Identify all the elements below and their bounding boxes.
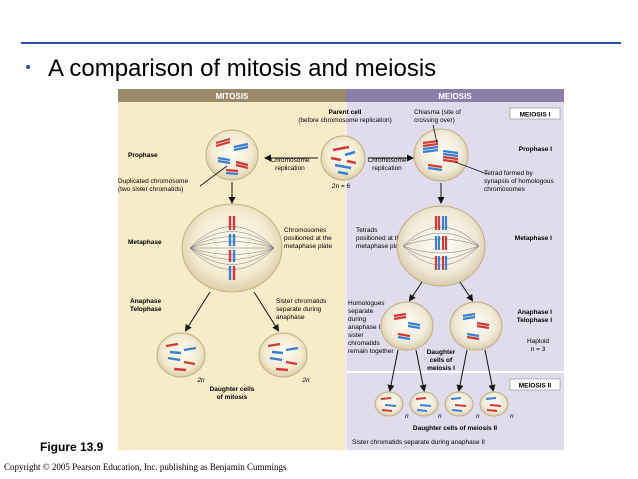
meiosis-header: MEIOSIS — [438, 92, 472, 101]
homologues-2: separate — [348, 308, 374, 315]
homologues-6: chromatids — [348, 340, 381, 347]
replication-right-1: Chromosome — [367, 157, 406, 164]
daughter-meiosis-ii: Daughter cells of meiosis II — [413, 425, 497, 432]
homologues-5: sister — [348, 332, 364, 339]
daughter-mi-3: meiosis I — [427, 365, 455, 372]
tetrad-formed-label-3: chromosomes — [484, 186, 526, 193]
meiosis-header-bar — [346, 89, 564, 102]
homologues-4: anaphase I; — [348, 324, 382, 331]
telophase-i-label: Telophase I — [517, 317, 552, 324]
n-label-3: n — [476, 413, 480, 420]
tetrads-plate-3: metaphase plate — [356, 243, 404, 250]
sister-separate-ii: Sister chromatids separate during anapha… — [352, 439, 485, 446]
daughter-mi-2: cells of — [430, 357, 453, 364]
duplicated-label-2: (two sister chromatids) — [118, 186, 183, 193]
n-label-4: n — [510, 413, 514, 420]
two-n-left: 2n — [196, 377, 205, 384]
copyright-text: Copyright © 2005 Pearson Education, Inc.… — [4, 462, 287, 472]
n-label-1: n — [405, 413, 409, 420]
parent-cell-label-1: Parent cell — [329, 109, 362, 116]
sister-separate-3: anaphase — [276, 314, 305, 321]
tetrads-plate-1: Tetrads — [356, 227, 378, 234]
homologues-7: remain together — [348, 348, 394, 355]
n-label-2: n — [438, 413, 442, 420]
figure-label: Figure 13.9 — [40, 440, 104, 454]
daughter-mitosis-2: of mitosis — [217, 394, 248, 401]
sister-separate-2: separate during — [276, 306, 322, 313]
metaphase-i-label: Metaphase I — [515, 235, 552, 242]
daughter-mi-1: Daughter — [427, 349, 456, 356]
homologues-3: during — [348, 316, 366, 323]
anaphase-i-label: Anaphase I — [517, 309, 552, 316]
title-rule — [21, 42, 621, 44]
haploid-label: Haploid — [527, 338, 549, 345]
replication-left-1: Chromosome — [270, 157, 309, 164]
metaphase-label: Metaphase — [128, 239, 162, 246]
two-n-right: 2n — [301, 377, 310, 384]
parent-cell-label-2: (before chromosome replication) — [298, 117, 392, 124]
meiosis-i-tag: MEIOSIS I — [520, 112, 551, 119]
chromosomes-plate-3: metaphase plate — [284, 243, 332, 250]
prophase-label: Prophase — [128, 152, 158, 159]
meiosis-ii-tag: MEIOSIS II — [519, 383, 552, 390]
telophase-label: Telophase — [130, 306, 162, 313]
daughter-mitosis-1: Daughter cells — [210, 386, 255, 393]
replication-left-2: replication — [275, 165, 305, 172]
homologues-1: Homologues — [348, 300, 385, 307]
duplicated-label-1: Duplicated chromosome — [118, 178, 188, 185]
two-n-six: 2n = 6 — [332, 183, 351, 190]
anaphase-label: Anaphase — [130, 298, 161, 305]
chiasma-label-2: crossing over) — [414, 117, 455, 124]
prophase-i-label: Prophase I — [519, 146, 552, 153]
tetrad-formed-label-1: Tetrad formed by — [484, 170, 534, 177]
slide-title: A comparison of mitosis and meiosis — [48, 55, 437, 82]
haploid-n: n = 3 — [531, 346, 546, 353]
chiasma-label-1: Chiasma (site of — [414, 109, 461, 116]
mitosis-header-bar — [118, 89, 346, 102]
chromosomes-plate-1: Chromosomes — [284, 227, 327, 234]
title-bullet: • — [24, 60, 33, 76]
replication-right-2: replication — [372, 165, 402, 172]
chromosomes-plate-2: positioned at the — [284, 235, 332, 242]
sister-separate-1: Sister chromatids — [276, 298, 327, 305]
tetrad-formed-label-2: synapsis of homologous — [484, 178, 554, 185]
tetrads-plate-2: positioned at the — [356, 235, 404, 242]
mitosis-header: MITOSIS — [216, 92, 249, 101]
